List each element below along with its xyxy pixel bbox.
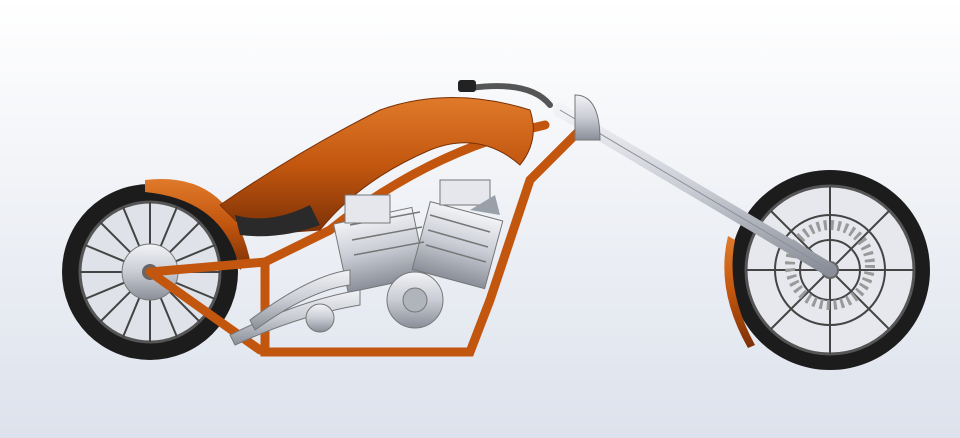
handlebar [458,80,553,108]
engine [229,179,504,346]
fuel-tank [219,97,534,236]
front-fork [553,94,837,277]
seat [235,205,320,237]
